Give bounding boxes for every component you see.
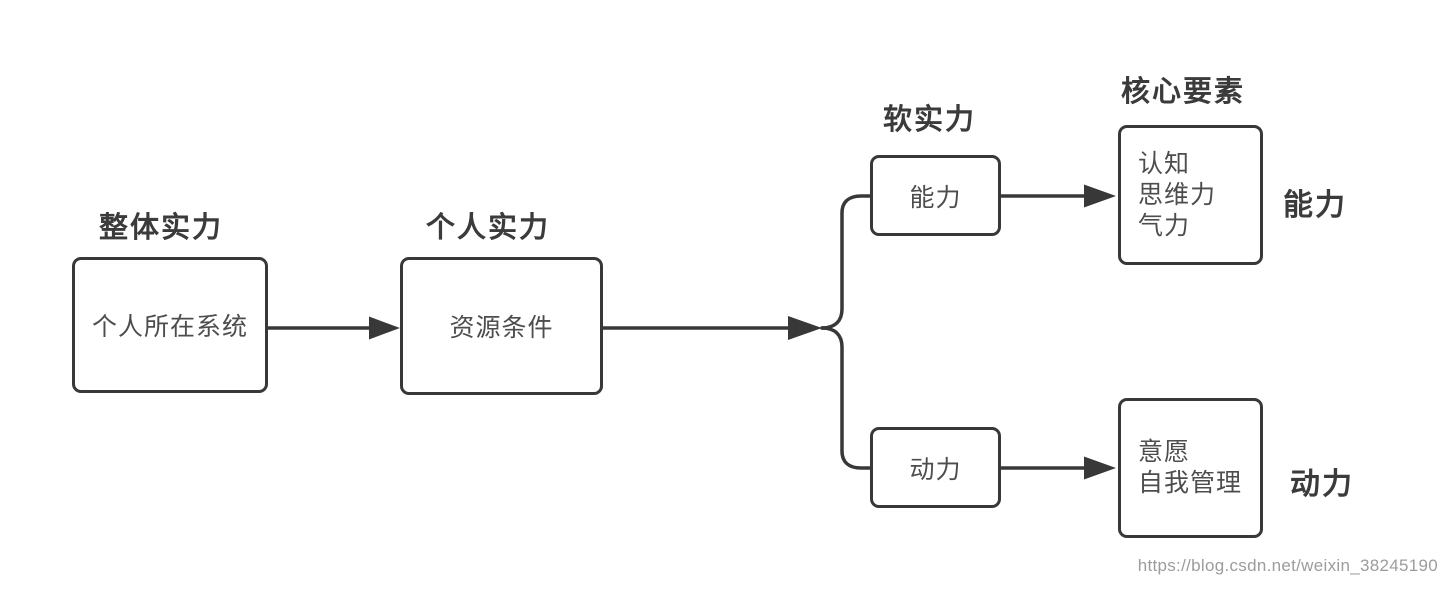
side-label-ability: 能力 <box>1283 189 1347 222</box>
label-soft-strength: 软实力 <box>883 104 977 136</box>
label-core-elements: 核心要素 <box>1121 76 1246 108</box>
arrowhead-system-to-resources <box>369 316 400 340</box>
side-label-motivation: 动力 <box>1290 468 1354 501</box>
node-motivation: 动力 <box>870 427 1001 508</box>
node-core-elements: 认知 思维力 气力 <box>1118 125 1263 265</box>
watermark-url: https://blog.csdn.net/weixin_38245190 <box>1137 556 1438 575</box>
node-willingness: 意愿 自我管理 <box>1118 398 1263 538</box>
arrowhead-resources-to-fork <box>788 316 822 340</box>
fork-branch-to-motivation <box>820 326 872 470</box>
node-system: 个人所在系统 <box>72 257 268 393</box>
node-resources: 资源条件 <box>400 257 603 395</box>
label-personal-strength: 个人实力 <box>426 212 551 244</box>
label-overall-strength: 整体实力 <box>99 212 224 244</box>
fork-branch-to-ability <box>820 194 872 330</box>
node-ability: 能力 <box>870 155 1001 236</box>
arrowhead-motivation-to-willingness <box>1084 456 1116 480</box>
arrowhead-ability-to-core <box>1084 184 1116 208</box>
